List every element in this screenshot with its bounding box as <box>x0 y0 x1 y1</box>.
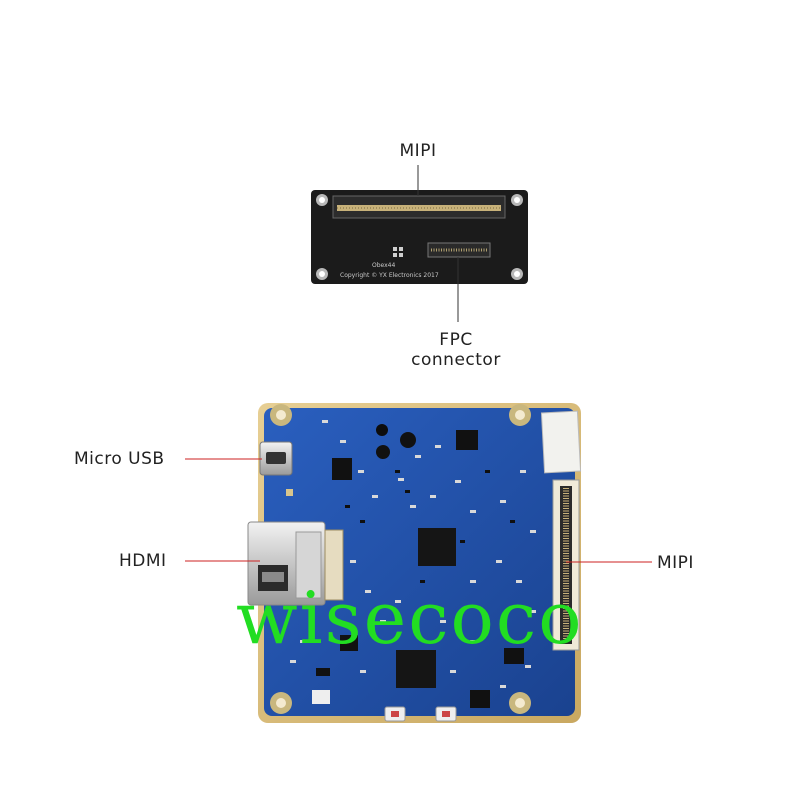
label-adapter-mipi: MIPI <box>399 141 437 161</box>
micro-usb-port <box>259 441 293 476</box>
label-hdmi: HDMI <box>119 551 167 571</box>
watermark-text: wisecoco <box>236 576 584 660</box>
label-board-mipi: MIPI <box>657 553 694 573</box>
adapter-silk-model: Obex44 <box>372 262 395 269</box>
board-mipi-connector <box>552 479 580 651</box>
label-adapter-fpc-line2: connector <box>411 350 501 370</box>
label-adapter-fpc: FPC connector <box>396 330 516 370</box>
main-ic <box>418 528 456 566</box>
adapter-silk-copyright: Copyright © YX Electronics 2017 <box>340 272 439 279</box>
main-driver-board <box>247 403 582 723</box>
hdmi-port <box>247 521 326 606</box>
label-adapter-fpc-line1: FPC <box>439 330 473 350</box>
label-micro-usb: Micro USB <box>74 449 165 469</box>
fpc-adapter-board: Obex44 Copyright © YX Electronics 2017 <box>311 190 528 284</box>
